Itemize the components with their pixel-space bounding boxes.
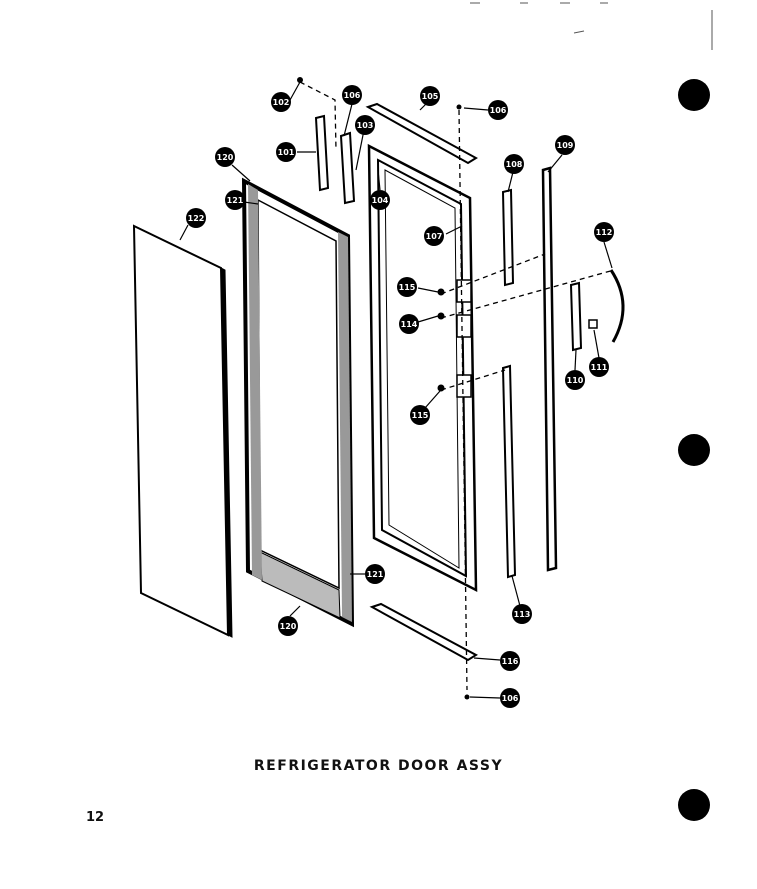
callout-120: 120 <box>278 616 298 636</box>
callout-111: 111 <box>589 357 609 377</box>
inner-door-liner <box>367 143 478 593</box>
small-bracket <box>569 281 583 352</box>
bottom-channel <box>369 602 478 662</box>
svg-text:120: 120 <box>280 622 297 631</box>
svg-text:116: 116 <box>502 657 519 666</box>
binder-hole-top <box>678 79 710 111</box>
svg-text:103: 103 <box>357 121 374 130</box>
callout-105: 105 <box>420 86 440 106</box>
svg-text:109: 109 <box>557 141 574 150</box>
callout-121: 121 <box>225 190 245 210</box>
callout-106: 106 <box>342 85 362 105</box>
svg-text:121: 121 <box>367 570 384 579</box>
door-handle <box>609 269 625 343</box>
page-number: 12 <box>86 810 105 825</box>
assembly-lines <box>299 81 615 691</box>
callout-120: 120 <box>215 147 235 167</box>
svg-text:121: 121 <box>227 196 244 205</box>
callout-108: 108 <box>504 154 524 174</box>
callout-116: 116 <box>500 651 520 671</box>
callout-113: 113 <box>512 604 532 624</box>
callout-114: 114 <box>399 314 419 334</box>
diagram-caption: REFRIGERATOR DOOR ASSY <box>253 758 504 774</box>
lower-trim-strip <box>501 364 517 579</box>
callout-115: 115 <box>410 405 430 425</box>
callout-121: 121 <box>365 564 385 584</box>
callout-110: 110 <box>565 370 585 390</box>
hinge-bracket <box>314 114 330 192</box>
svg-text:106: 106 <box>502 694 519 703</box>
svg-text:115: 115 <box>399 283 416 292</box>
svg-text:113: 113 <box>514 610 531 619</box>
svg-text:106: 106 <box>344 91 361 100</box>
svg-text:122: 122 <box>188 214 205 223</box>
leader-lines <box>179 81 613 699</box>
svg-text:111: 111 <box>591 363 608 372</box>
liner-frame <box>241 177 355 628</box>
callout-115: 115 <box>397 277 417 297</box>
clip <box>588 319 598 329</box>
callout-101: 101 <box>276 142 296 162</box>
screws <box>297 77 470 700</box>
long-trim-strip <box>541 166 558 572</box>
callout-102: 102 <box>271 92 291 112</box>
callout-109: 109 <box>555 135 575 155</box>
svg-text:101: 101 <box>278 148 295 157</box>
binder-hole-bottom <box>678 789 710 821</box>
svg-text:104: 104 <box>372 196 389 205</box>
svg-text:102: 102 <box>273 98 290 107</box>
svg-text:115: 115 <box>412 411 429 420</box>
side-strip-left <box>339 131 356 205</box>
callout-103: 103 <box>355 115 375 135</box>
callout-104: 104 <box>370 190 390 210</box>
svg-text:114: 114 <box>401 320 418 329</box>
binder-hole-middle <box>678 434 710 466</box>
callout-112: 112 <box>594 222 614 242</box>
svg-text:112: 112 <box>596 228 613 237</box>
scan-marks <box>470 2 713 50</box>
callout-106: 106 <box>500 688 520 708</box>
svg-text:110: 110 <box>567 376 584 385</box>
svg-text:105: 105 <box>422 92 439 101</box>
callout-107: 107 <box>424 226 444 246</box>
svg-text:107: 107 <box>426 232 443 241</box>
outer-door-panel <box>132 224 233 638</box>
top-channel <box>365 102 478 165</box>
callout-106: 106 <box>488 100 508 120</box>
callout-labels: 102 106 105 106 101 103 120 121 104 108 … <box>186 85 614 708</box>
svg-text:108: 108 <box>506 160 523 169</box>
svg-text:120: 120 <box>217 153 234 162</box>
side-strip-right <box>501 188 515 287</box>
callout-122: 122 <box>186 208 206 228</box>
svg-text:106: 106 <box>490 106 507 115</box>
